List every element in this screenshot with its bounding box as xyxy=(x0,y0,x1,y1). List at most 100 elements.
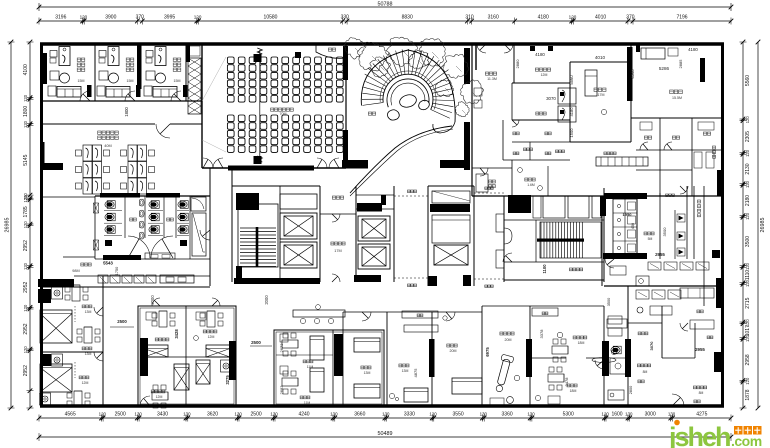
svg-text:13M: 13M xyxy=(85,352,92,356)
svg-text:2500: 2500 xyxy=(251,412,262,418)
svg-text:3428: 3428 xyxy=(174,329,179,339)
svg-text:2000: 2000 xyxy=(264,295,269,305)
svg-text:4180: 4180 xyxy=(569,107,574,117)
svg-text:17M: 17M xyxy=(334,249,341,253)
svg-text:310: 310 xyxy=(465,15,474,21)
svg-text:11M: 11M xyxy=(304,401,311,405)
svg-text:40M: 40M xyxy=(104,144,111,148)
svg-text:4240: 4240 xyxy=(298,412,309,418)
svg-text:4565: 4565 xyxy=(65,412,76,418)
svg-text:3478: 3478 xyxy=(564,377,569,387)
svg-text:3360: 3360 xyxy=(502,412,513,418)
svg-text:130: 130 xyxy=(235,412,243,417)
svg-text:2955: 2955 xyxy=(655,252,665,257)
svg-text:1500: 1500 xyxy=(569,128,574,138)
svg-text:130: 130 xyxy=(668,412,676,417)
svg-text:3378: 3378 xyxy=(539,329,544,339)
svg-text:20M: 20M xyxy=(450,349,457,353)
svg-text:120: 120 xyxy=(569,15,577,20)
svg-text:5560: 5560 xyxy=(569,75,574,85)
svg-text:120: 120 xyxy=(745,149,750,157)
svg-text:450: 450 xyxy=(631,223,635,229)
svg-text:120: 120 xyxy=(23,304,28,312)
svg-text:15M: 15M xyxy=(78,79,85,83)
svg-text:1800: 1800 xyxy=(124,107,129,117)
svg-text:3500: 3500 xyxy=(607,298,611,306)
svg-text:3500: 3500 xyxy=(745,236,751,247)
svg-text:5560: 5560 xyxy=(745,75,751,86)
svg-text:1750: 1750 xyxy=(115,267,119,275)
svg-text:120: 120 xyxy=(745,116,750,124)
svg-text:5300: 5300 xyxy=(563,412,574,418)
svg-text:2880: 2880 xyxy=(515,59,520,69)
svg-text:6975: 6975 xyxy=(485,347,490,357)
svg-text:4180: 4180 xyxy=(538,15,549,21)
svg-text:11M: 11M xyxy=(307,365,314,369)
svg-text:1.6M: 1.6M xyxy=(527,183,535,187)
svg-text:3000: 3000 xyxy=(645,412,656,418)
svg-text:2000: 2000 xyxy=(150,295,155,305)
svg-text:130: 130 xyxy=(270,412,278,417)
svg-text:2500: 2500 xyxy=(251,340,261,345)
svg-text:2500: 2500 xyxy=(117,319,127,324)
svg-text:120: 120 xyxy=(745,262,750,270)
svg-text:1600: 1600 xyxy=(611,412,622,418)
svg-text:120: 120 xyxy=(99,412,107,417)
svg-text:4275: 4275 xyxy=(696,412,707,418)
svg-text:.com: .com xyxy=(731,433,762,448)
svg-text:370: 370 xyxy=(136,15,145,21)
svg-text:120: 120 xyxy=(745,279,750,287)
svg-text:12M: 12M xyxy=(541,73,548,77)
svg-text:120: 120 xyxy=(23,195,28,203)
svg-text:120: 120 xyxy=(23,346,28,354)
svg-text:3550: 3550 xyxy=(453,412,464,418)
svg-text:120: 120 xyxy=(602,412,610,417)
svg-text:12M: 12M xyxy=(208,335,215,339)
svg-text:2952: 2952 xyxy=(23,323,29,334)
svg-text:120: 120 xyxy=(194,15,202,20)
svg-text:130: 130 xyxy=(135,412,143,417)
svg-text:15M: 15M xyxy=(174,79,181,83)
svg-text:26985: 26985 xyxy=(760,218,766,233)
svg-text:1950: 1950 xyxy=(623,212,633,217)
svg-text:120: 120 xyxy=(745,334,750,342)
svg-text:1878: 1878 xyxy=(745,389,751,400)
svg-text:3330: 3330 xyxy=(404,412,415,418)
svg-text:2305: 2305 xyxy=(745,131,751,142)
svg-text:8M: 8M xyxy=(643,370,648,374)
svg-text:370: 370 xyxy=(626,15,635,21)
svg-text:2952: 2952 xyxy=(23,240,29,251)
svg-text:4180: 4180 xyxy=(688,47,698,52)
svg-text:330: 330 xyxy=(341,15,350,21)
svg-text:4340: 4340 xyxy=(630,69,635,79)
svg-text:jsheh: jsheh xyxy=(668,422,730,448)
svg-text:4010: 4010 xyxy=(595,15,606,21)
svg-text:5286: 5286 xyxy=(659,66,670,71)
svg-text:130: 130 xyxy=(183,412,191,417)
svg-text:4100: 4100 xyxy=(23,64,29,75)
svg-text:5M: 5M xyxy=(648,237,653,241)
svg-text:7196: 7196 xyxy=(676,15,687,21)
svg-text:26985: 26985 xyxy=(5,218,11,233)
svg-text:3070: 3070 xyxy=(546,96,556,101)
svg-text:17M: 17M xyxy=(598,93,605,97)
svg-text:12M: 12M xyxy=(156,395,163,399)
svg-text:3430: 3430 xyxy=(157,412,168,418)
svg-text:8M: 8M xyxy=(699,391,704,395)
svg-text:1800: 1800 xyxy=(23,106,29,117)
svg-text:120: 120 xyxy=(429,412,437,417)
svg-text:18M: 18M xyxy=(570,389,577,393)
svg-text:3275: 3275 xyxy=(225,375,230,385)
svg-text:12M: 12M xyxy=(82,381,89,385)
svg-text:120: 120 xyxy=(80,15,88,20)
svg-text:2952: 2952 xyxy=(23,282,29,293)
svg-text:3620: 3620 xyxy=(207,412,218,418)
svg-text:98M: 98M xyxy=(72,269,79,273)
svg-text:5145: 5145 xyxy=(23,154,29,165)
svg-text:15.5M: 15.5M xyxy=(672,96,682,100)
svg-text:2885: 2885 xyxy=(678,59,683,69)
svg-text:120: 120 xyxy=(23,120,28,128)
svg-text:130: 130 xyxy=(527,412,535,417)
svg-text:15M: 15M xyxy=(127,79,134,83)
svg-text:3070: 3070 xyxy=(649,341,654,351)
